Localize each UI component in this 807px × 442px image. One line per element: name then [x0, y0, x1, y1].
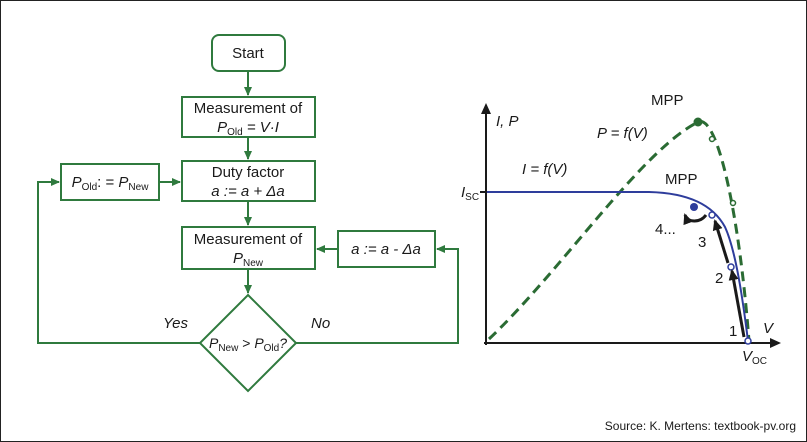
step-arrow-1	[728, 269, 746, 338]
step-label-1: 1	[729, 323, 737, 340]
mpp-p-label: MPP	[651, 92, 684, 109]
flowchart: Start Measurement of POld = V·I Duty fac…	[37, 34, 459, 393]
flow-arrows	[37, 71, 459, 344]
decision-label: PNew > POld?	[209, 335, 287, 354]
measure-old-box: Measurement of POld = V·I	[181, 96, 316, 138]
measure-new-line1: Measurement of	[194, 231, 303, 248]
duty-factor-box: Duty factor a := a + Δa	[181, 160, 316, 202]
step-label-2: 2	[715, 270, 723, 287]
step-arrows	[683, 213, 746, 338]
duty-factor-line1: Duty factor	[212, 164, 285, 181]
pv-marker-1	[708, 135, 716, 143]
isc-label: ISC	[461, 184, 479, 203]
pold-assign-label: POld: = PNew	[72, 174, 150, 193]
measure-old-line2: POld = V·I	[217, 119, 279, 138]
iv-curve-label: I = f(V)	[522, 161, 567, 178]
start-label: Start	[232, 45, 265, 62]
arrow-no-path	[296, 245, 459, 344]
measure-new-box: Measurement of PNew	[181, 226, 316, 270]
x-axis-label: V	[763, 320, 775, 337]
iv-marker-2	[727, 263, 735, 271]
decrement-label: a := a - Δa	[351, 241, 421, 258]
decrement-box: a := a - Δa	[337, 230, 436, 268]
iv-marker-1	[744, 337, 752, 345]
yes-label: Yes	[163, 315, 189, 332]
iv-mpp-point	[690, 203, 698, 211]
start-box: Start	[211, 34, 286, 72]
pv-mpp-point	[693, 117, 703, 127]
pold-assign-box: POld: = PNew	[60, 163, 160, 201]
source-credit: Source: K. Mertens: textbook-pv.org	[604, 419, 796, 433]
iv-curve	[487, 191, 749, 342]
decision-diamond: PNew > POld?	[198, 293, 298, 393]
arrow-yes-path	[37, 178, 200, 344]
iv-marker-3	[708, 211, 716, 219]
step-arrow-3	[683, 213, 708, 226]
step-arrow-2	[712, 219, 730, 264]
step-label-3: 3	[698, 234, 706, 251]
mpp-i-label: MPP	[665, 171, 698, 188]
pv-curve-label: P = f(V)	[597, 125, 648, 142]
iv-pv-plot: I, P V ISC VOC MPP P = f(V) MPP I = f(V)…	[461, 92, 781, 367]
duty-factor-line2: a := a + Δa	[211, 183, 284, 200]
no-label: No	[311, 315, 330, 332]
y-axis-label: I, P	[496, 113, 519, 130]
plot-axes	[480, 103, 781, 348]
pv-marker-2	[729, 199, 737, 207]
voc-label: VOC	[742, 348, 767, 367]
pv-curve	[487, 120, 751, 342]
measure-new-line2: PNew	[233, 250, 264, 269]
measure-old-line1: Measurement of	[194, 100, 303, 117]
step-label-4: 4...	[655, 221, 676, 238]
